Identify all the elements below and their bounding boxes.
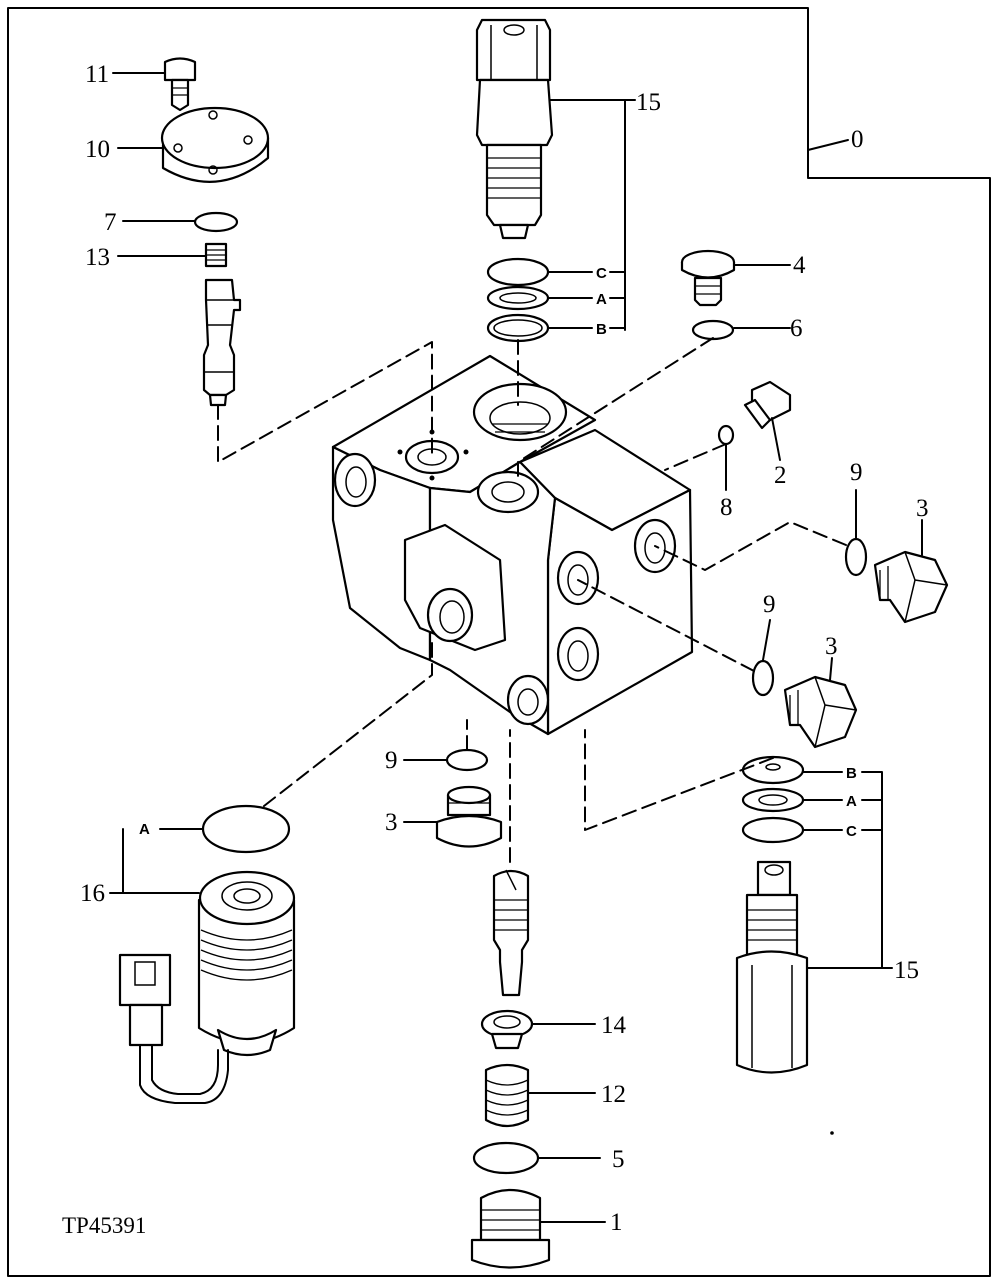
seal-set-top [486, 257, 550, 343]
cover-plate [160, 106, 270, 183]
callout-5: 5 [612, 1146, 625, 1173]
stray-dot [830, 1131, 834, 1135]
callout-3-lower: 3 [385, 809, 398, 836]
spring-13 [204, 242, 228, 268]
o-ring-7 [193, 211, 239, 233]
label-a-bottom: A [846, 793, 857, 810]
plug-3-upper [873, 550, 949, 624]
valve-body [331, 354, 694, 736]
relief-cartridge-bottom [735, 860, 809, 1074]
callout-1: 1 [610, 1209, 623, 1236]
o-ring-5 [472, 1141, 540, 1175]
solenoid-connector [118, 953, 229, 1104]
label-a-solenoid: A [139, 821, 150, 838]
callout-3-middle: 3 [825, 633, 838, 660]
relief-cartridge-top [475, 18, 554, 240]
cap-screw [163, 57, 197, 112]
assembly-lines [217, 337, 847, 863]
callout-15-top: 15 [636, 89, 661, 116]
plug-3-lower [435, 785, 503, 848]
callout-6: 6 [790, 315, 803, 342]
callout-12: 12 [601, 1081, 626, 1108]
callout-10: 10 [85, 136, 110, 163]
label-c-top: C [596, 265, 607, 282]
callout-14: 14 [601, 1012, 627, 1039]
main-spool [492, 869, 530, 997]
callout-11: 11 [85, 61, 109, 88]
callout-15-bottom: 15 [894, 957, 919, 984]
callout-4: 4 [793, 252, 806, 279]
plug-4 [680, 249, 736, 307]
o-ring-9-lower [445, 748, 489, 772]
label-c-bottom: C [846, 823, 857, 840]
plug-1 [470, 1188, 551, 1269]
plug-3-middle [783, 675, 858, 749]
o-ring-8 [717, 424, 735, 446]
callout-2: 2 [774, 462, 787, 489]
pilot-spool [202, 278, 242, 407]
spring-12 [484, 1063, 530, 1128]
callout-7: 7 [104, 209, 117, 236]
callout-16: 16 [80, 880, 105, 907]
callout-13: 13 [85, 244, 110, 271]
callout-9-upper: 9 [850, 459, 863, 486]
plug-2 [743, 380, 792, 430]
figure-code: TP45391 [62, 1213, 146, 1238]
label-b-bottom: B [846, 765, 857, 782]
seat-14 [480, 1009, 534, 1050]
callout-9-lower: 9 [385, 747, 398, 774]
o-ring-16a [201, 804, 291, 854]
label-b-top: B [596, 321, 607, 338]
label-a-top: A [596, 291, 607, 308]
solenoid-coil [197, 870, 296, 1057]
o-ring-9-middle [751, 659, 775, 697]
callout-3-upper: 3 [916, 495, 929, 522]
callout-8: 8 [720, 494, 733, 521]
o-ring-6 [691, 319, 735, 341]
o-ring-9-upper [844, 537, 868, 577]
figure-border [7, 7, 991, 1277]
callout-9-middle: 9 [763, 591, 776, 618]
seal-set-bottom [741, 755, 805, 844]
leader-lines [109, 72, 923, 1223]
callout-0: 0 [851, 126, 864, 153]
